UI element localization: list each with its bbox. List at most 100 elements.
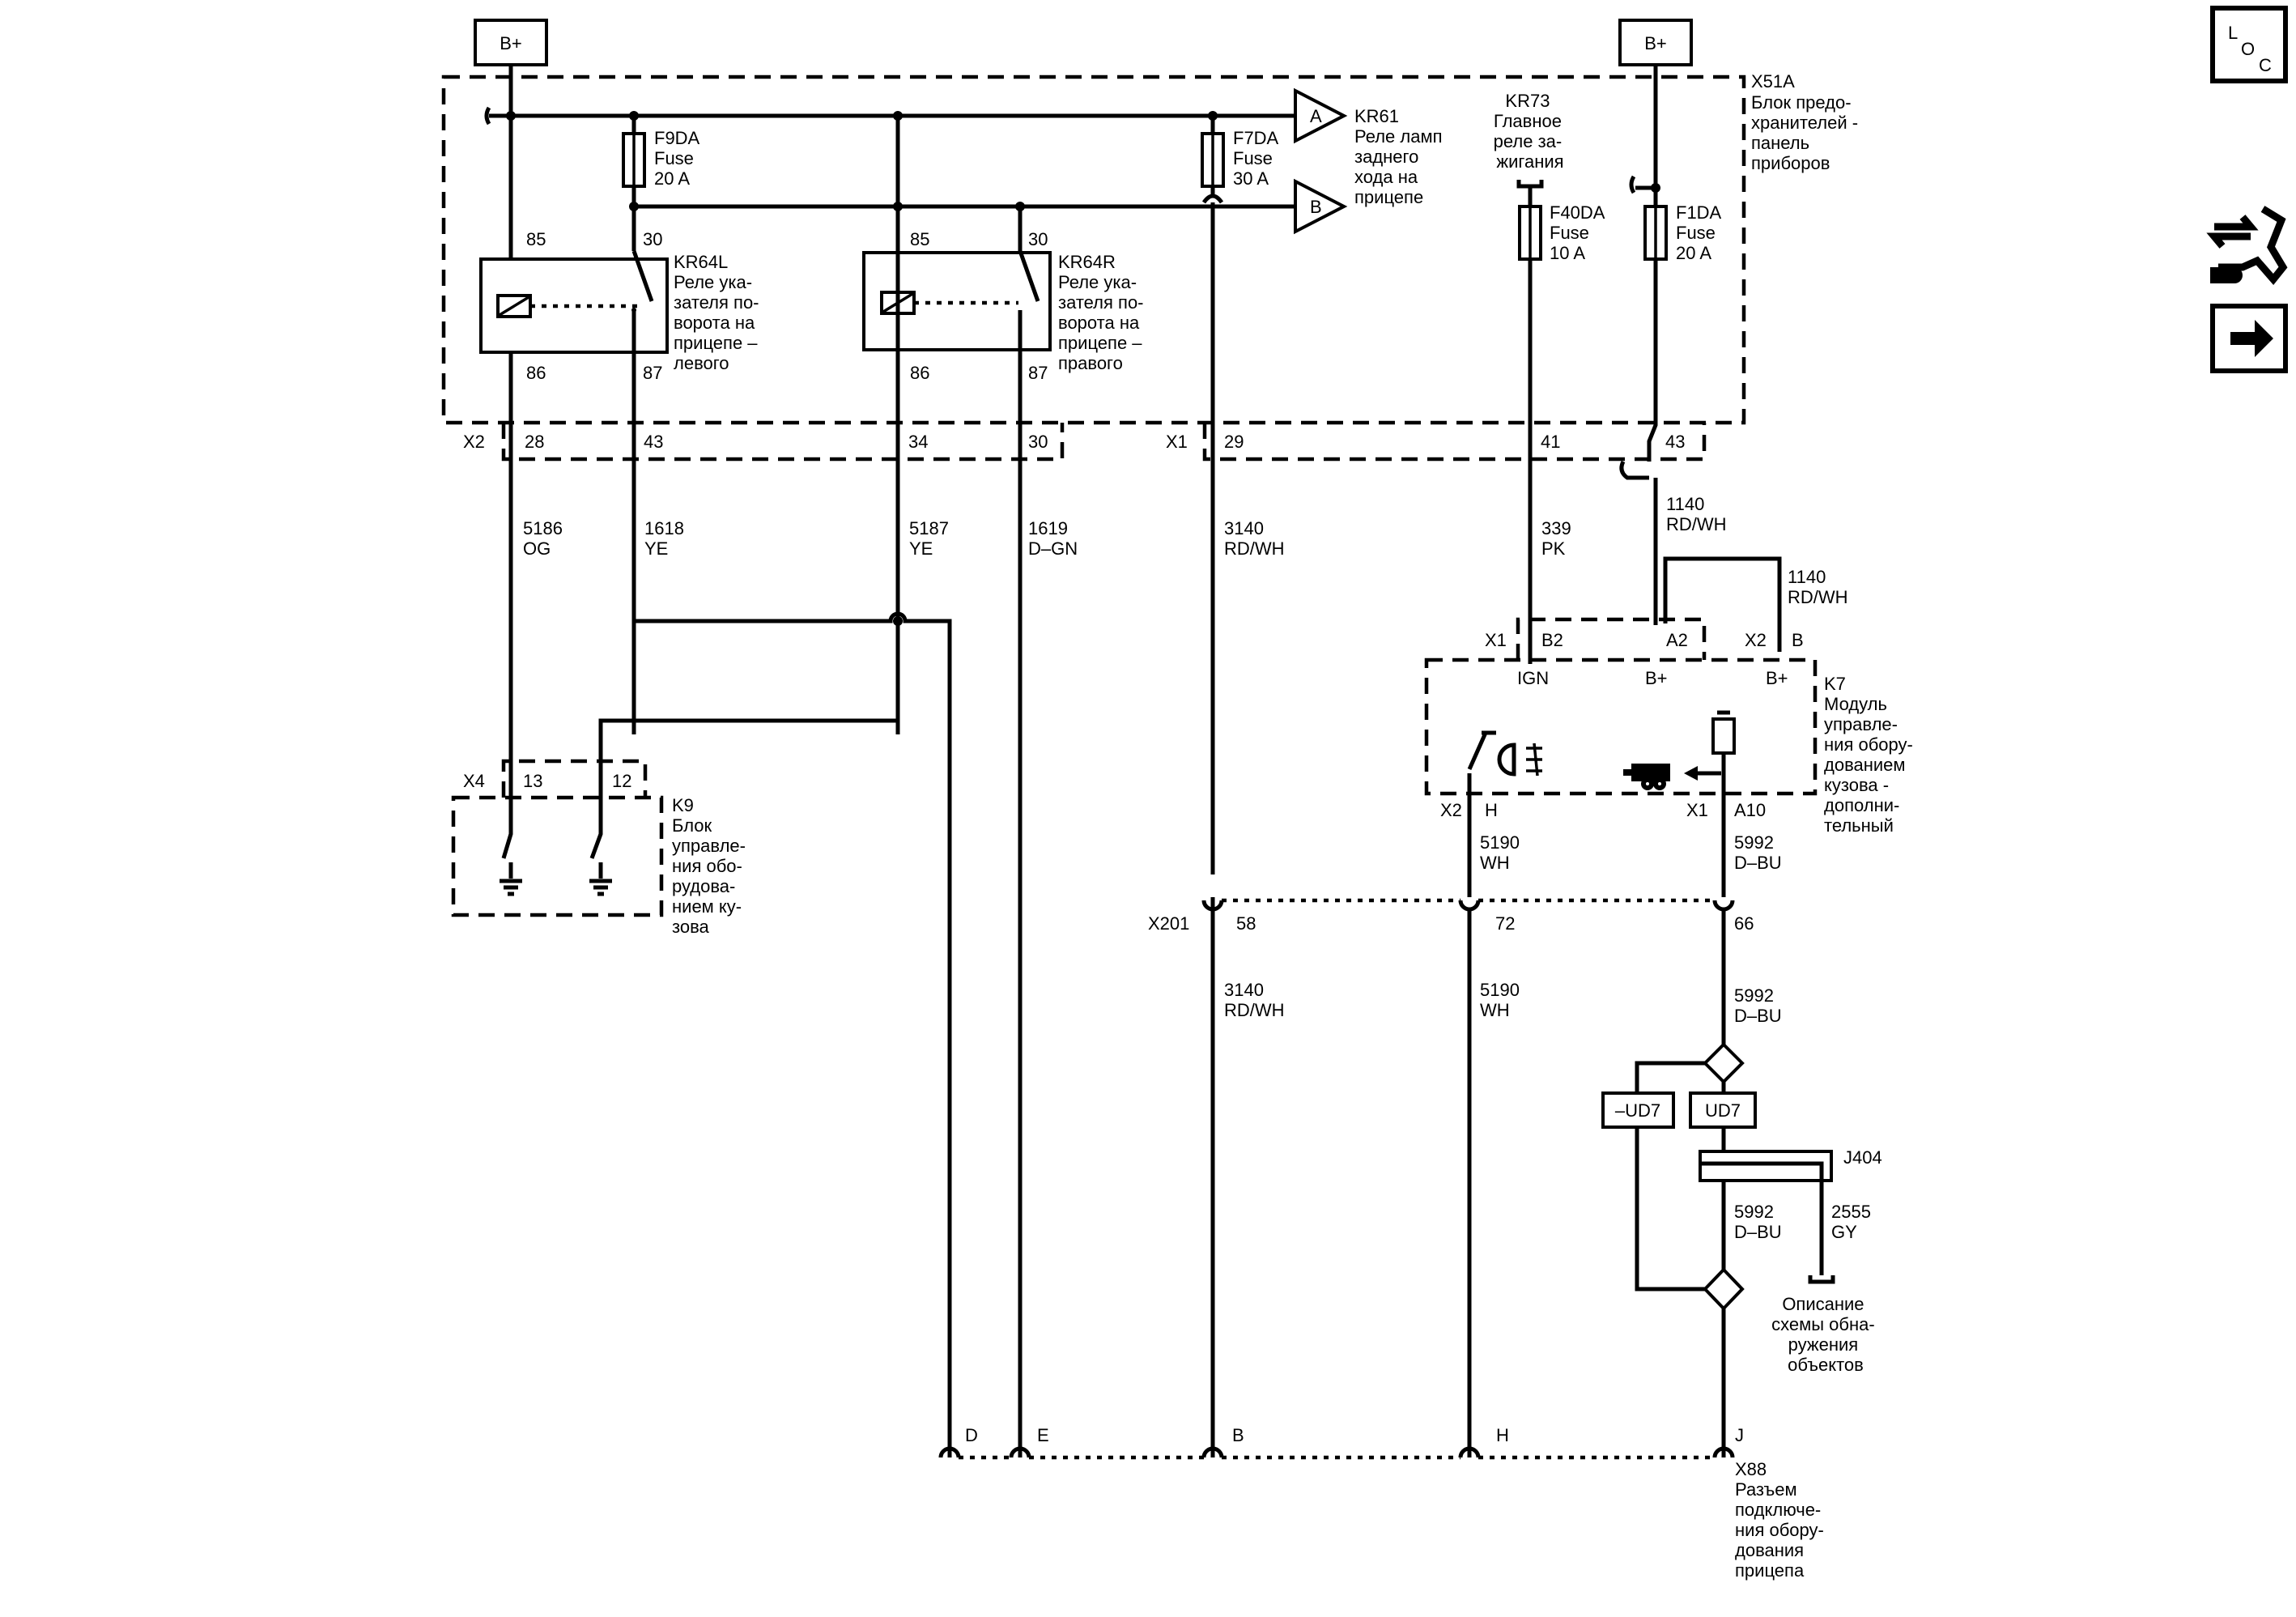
svg-text:H: H — [1485, 800, 1498, 820]
supply-left-label: B+ — [500, 33, 522, 53]
svg-text:X1: X1 — [1166, 432, 1188, 452]
svg-text:X2: X2 — [1745, 630, 1767, 650]
svg-text:72: 72 — [1495, 913, 1515, 934]
kr61-label: KR61 Реле ламп заднего хода на прицепе — [1354, 106, 1448, 207]
not-ud7-label: –UD7 — [1615, 1100, 1660, 1121]
object-detection-ref: Описание схемы обна- ружения объектов — [1771, 1294, 1880, 1375]
k9-label: K9 Блок управле- ния обо- рудова- нием к… — [672, 795, 750, 937]
svg-text:86: 86 — [910, 363, 929, 383]
svg-text:30: 30 — [1028, 432, 1048, 452]
offpage-connector-a: A — [1294, 87, 1348, 144]
svg-text:66: 66 — [1734, 913, 1754, 934]
fuse-block-id: X51A — [1751, 71, 1795, 91]
supply-right-label: B+ — [1644, 33, 1667, 53]
svg-text:30: 30 — [1028, 229, 1048, 249]
connector-x2: X2 28 43 34 30 — [463, 423, 1065, 462]
arrow-right-icon[interactable] — [2210, 304, 2288, 373]
svg-text:43: 43 — [1665, 432, 1685, 452]
svg-text:L: L — [2228, 23, 2238, 43]
relay-kr64l: 85 30 86 87 — [479, 206, 669, 734]
ud7-option-split: –UD7 UD7 — [1601, 1042, 1757, 1457]
svg-text:X4: X4 — [463, 771, 485, 791]
svg-text:X2: X2 — [463, 432, 485, 452]
svg-text:29: 29 — [1224, 432, 1244, 452]
svg-text:J404: J404 — [1843, 1147, 1882, 1168]
module-k9: X4 13 12 — [451, 734, 664, 917]
svg-text:X1: X1 — [1485, 630, 1507, 650]
supply-b-plus-right: B+ — [1618, 19, 1693, 66]
kr73-output — [1516, 180, 1544, 652]
fuse-block-name: Блок предо- хранителей - панель приборов — [1751, 92, 1863, 173]
svg-text:B+: B+ — [1645, 668, 1668, 688]
turn-signal-wires — [598, 611, 952, 1457]
f1da-feed — [1619, 65, 1660, 480]
svg-text:H: H — [1496, 1425, 1509, 1445]
relay-kr64r: 85 30 86 87 — [862, 116, 1052, 1457]
supply-b-plus-left: B+ — [474, 19, 548, 66]
svg-text:X2: X2 — [1440, 800, 1462, 820]
svg-text:J: J — [1735, 1425, 1744, 1445]
svg-text:87: 87 — [643, 363, 662, 383]
svg-text:87: 87 — [1028, 363, 1048, 383]
module-k7: X1 B2 A2 X2 B IGN B+ B+ X2 H X1 A10 — [1424, 478, 1818, 874]
kr64r-label: KR64R Реле ука- зателя по- ворота на при… — [1058, 252, 1149, 373]
svg-text:30: 30 — [643, 229, 662, 249]
svg-text:85: 85 — [910, 229, 929, 249]
svg-text:A10: A10 — [1734, 800, 1766, 820]
svg-text:IGN: IGN — [1517, 668, 1549, 688]
svg-text:58: 58 — [1236, 913, 1256, 934]
svg-text:41: 41 — [1541, 432, 1560, 452]
offpage-connector-b: B — [1294, 178, 1348, 235]
x88-label: X88 Разъем подключе- ния обору- дования … — [1735, 1459, 1829, 1581]
svg-text:A2: A2 — [1666, 630, 1688, 650]
connector-x1: X1 29 41 43 — [1166, 423, 1707, 462]
svg-text:D: D — [965, 1425, 978, 1445]
svg-text:O: O — [2241, 39, 2255, 59]
svg-text:B2: B2 — [1541, 630, 1563, 650]
wrench-icon[interactable] — [2206, 206, 2288, 286]
svg-text:X201: X201 — [1148, 913, 1189, 934]
svg-text:86: 86 — [526, 363, 546, 383]
connector-x201: X201 58 72 66 — [1148, 874, 1754, 1457]
loc-icon[interactable]: L O C — [2210, 6, 2288, 83]
connector-x88: D E B H J — [938, 1425, 1744, 1460]
svg-text:B: B — [1792, 630, 1804, 650]
svg-text:34: 34 — [908, 432, 928, 452]
svg-text:12: 12 — [612, 771, 631, 791]
svg-text:C: C — [2259, 55, 2272, 75]
offpage-a-label: A — [1310, 106, 1322, 126]
kr64l-label: KR64L Реле ука- зателя по- ворота на при… — [674, 252, 764, 373]
fuse-block-outline — [441, 74, 1746, 425]
kr73-label: KR73 Главное реле за- жигания — [1494, 91, 1567, 172]
ud7-label: UD7 — [1705, 1100, 1741, 1121]
svg-text:43: 43 — [644, 432, 663, 452]
k7-label: K7 Модуль управле- ния обору- дованием к… — [1824, 674, 1918, 836]
svg-text:X1: X1 — [1686, 800, 1708, 820]
